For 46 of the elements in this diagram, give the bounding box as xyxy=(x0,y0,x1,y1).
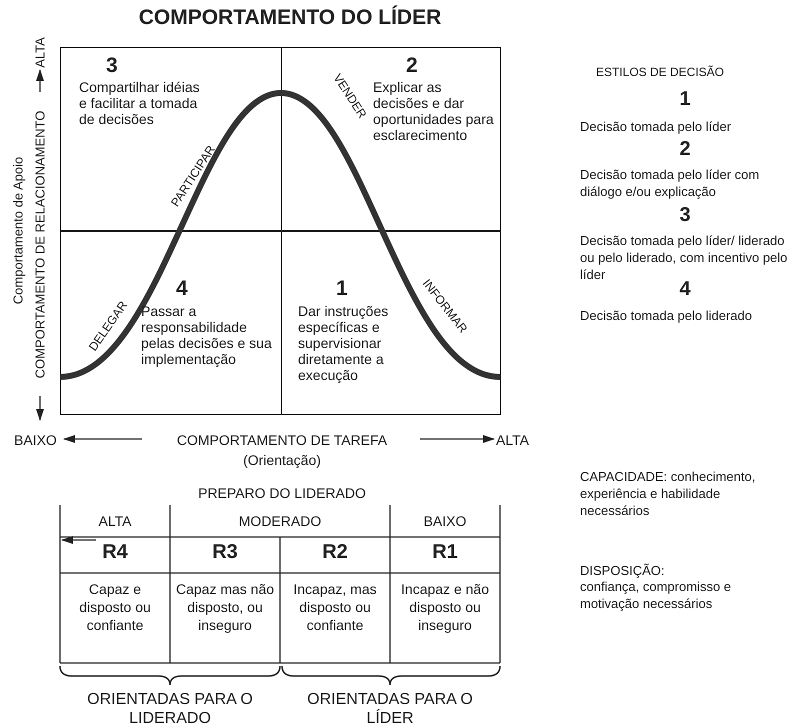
quadrant-description: Passar a responsabilidade pelas decisões e sua implementação xyxy=(141,303,273,367)
section-heading: ESTILOS DE DECISÃO xyxy=(594,64,726,80)
quadrant-number: 4 xyxy=(176,277,188,301)
style-number: 2 xyxy=(678,140,692,159)
readiness-description: Capaz e disposto ou confiante xyxy=(78,580,152,634)
style-description: Decisão tomada pelo líder com diálogo e/ou explicação xyxy=(580,166,760,200)
quadrant-box xyxy=(281,230,501,415)
readiness-level: R4 xyxy=(101,543,129,562)
readiness-level: R2 xyxy=(321,543,349,562)
axis-label: ALTA xyxy=(496,431,530,449)
quadrant-number: 1 xyxy=(336,277,348,301)
style-number: 4 xyxy=(678,280,692,299)
axis-title: COMPORTAMENTO DE TAREFA xyxy=(176,431,388,449)
definition-text: confiança, compromisso e motivação necessários xyxy=(580,578,732,612)
style-description: Decisão tomada pelo liderado xyxy=(580,307,753,324)
axis-subtitle: (Orientação) xyxy=(242,451,322,469)
diagram-title: COMPORTAMENTO DO LÍDER xyxy=(138,6,442,30)
quadrant-box xyxy=(60,230,282,415)
style-description: Decisão tomada pelo líder/ liderado ou pelo liderado, com incentivo pelo líder xyxy=(580,232,788,282)
group-label: ORIENTADAS PARA O LIDERADO xyxy=(86,690,254,727)
column-header: MODERADO xyxy=(238,512,322,530)
readiness-description: Incapaz, mas disposto ou confiante xyxy=(292,580,378,634)
quadrant-number: 3 xyxy=(106,54,118,78)
quadrant-box xyxy=(281,47,501,232)
axis-label: ALTA xyxy=(32,36,48,70)
quadrant-description: Dar instruções específicas e supervisionar diretamente a execução xyxy=(298,303,390,383)
style-description: Decisão tomada pelo líder xyxy=(580,118,732,135)
readiness-level: R3 xyxy=(211,543,239,562)
quadrant-description: Compartilhar idéias e facilitar a tomada de decisões xyxy=(79,79,201,127)
quadrant-number: 2 xyxy=(406,54,418,78)
axis-title: COMPORTAMENTO DE RELACIONAMENTO xyxy=(32,110,48,380)
style-number: 1 xyxy=(678,90,692,109)
quadrant-description: Explicar as decisões e dar oportunidades para esclarecimento xyxy=(373,79,495,143)
style-number: 3 xyxy=(678,206,692,225)
group-label: ORIENTADAS PARA O LÍDER xyxy=(306,690,474,727)
table-title: PREPARO DO LIDERADO xyxy=(197,484,367,502)
column-header: ALTA xyxy=(98,512,132,530)
column-header: BAIXO xyxy=(422,512,468,530)
definition-text: CAPACIDADE: conhecimento, experiência e habilidade necessários xyxy=(580,468,756,519)
readiness-description: Incapaz e não disposto ou inseguro xyxy=(400,580,490,634)
axis-label: BAIXO xyxy=(14,431,58,449)
quadrant-box xyxy=(60,47,282,232)
axis-title: Comportamento de Apoio xyxy=(10,156,26,306)
readiness-level: R1 xyxy=(431,543,459,562)
definition-term: DISPOSIÇÃO: xyxy=(580,562,666,579)
readiness-description: Capaz mas não disposto, ou inseguro xyxy=(174,580,276,634)
